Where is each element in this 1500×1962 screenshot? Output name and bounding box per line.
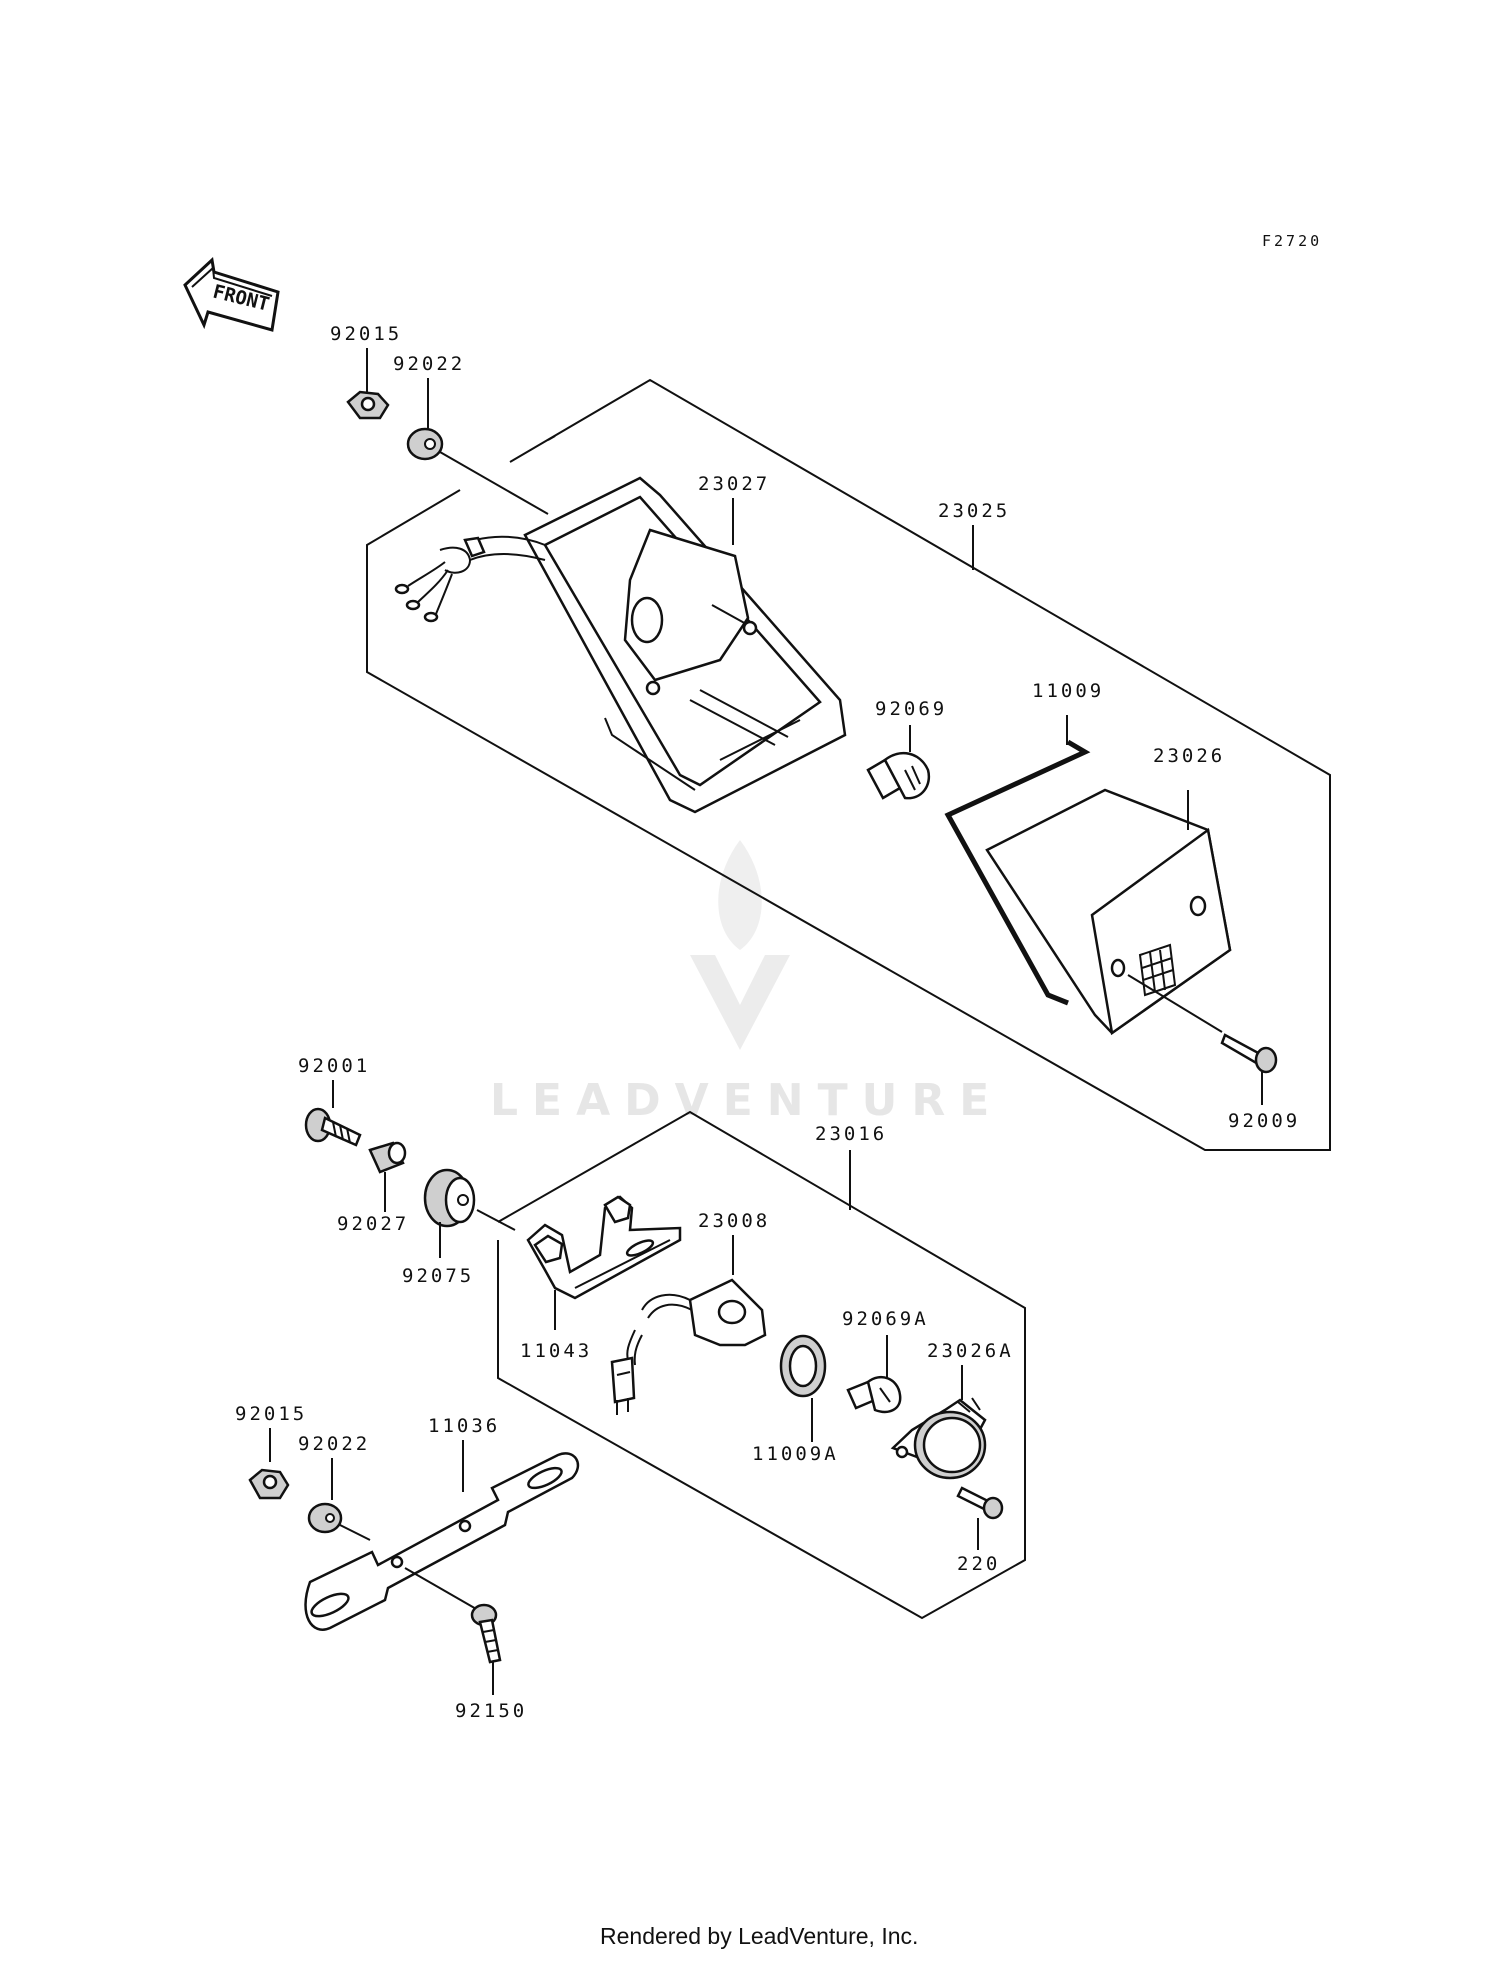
label-23026: 23026: [1153, 745, 1225, 767]
label-11036: 11036: [428, 1415, 500, 1437]
part-11009-gasket: [944, 715, 1091, 1006]
license-bracket-group: 92015 92022 11036 92150: [235, 1403, 580, 1722]
license-light-assembly: 92001 92027 92075 23016: [298, 1055, 1026, 1620]
part-92069A-bulb: [846, 1335, 902, 1414]
label-92001: 92001: [298, 1055, 370, 1077]
label-92009: 92009: [1228, 1110, 1300, 1132]
taillight-assembly: 92015 92022: [330, 323, 1331, 1151]
label-23026A: 23026A: [927, 1340, 1014, 1362]
label-92069: 92069: [875, 698, 947, 720]
part-220-screw: [956, 1486, 1004, 1550]
part-92075-grommet: [423, 1168, 516, 1258]
label-11043: 11043: [520, 1340, 592, 1362]
watermark: LEADVENTURE: [490, 840, 1003, 1126]
part-92150-bolt: [404, 1567, 502, 1695]
part-11043-bracket: [526, 1195, 682, 1330]
label-92015-top: 92015: [330, 323, 402, 345]
part-92009-screw: [1127, 974, 1278, 1105]
label-92015-bottom: 92015: [235, 1403, 307, 1425]
part-92015-nut-top: [346, 348, 390, 420]
part-23026-lens: [985, 788, 1232, 1036]
front-arrow-icon: FRONT: [183, 257, 280, 332]
part-92069-bulb: [866, 725, 931, 800]
assembly-boundary-23025: [366, 378, 1331, 1151]
label-23027: 23027: [698, 473, 770, 495]
watermark-v-icon: [690, 955, 790, 1050]
part-92022-washer-top: [406, 378, 549, 515]
part-92027-collar: [368, 1141, 407, 1212]
part-92001-bolt: [304, 1080, 362, 1147]
label-11009A: 11009A: [752, 1443, 839, 1465]
part-23026A-lens: [890, 1365, 987, 1480]
part-11009A-gasket: [779, 1334, 827, 1442]
label-92022-top: 92022: [393, 353, 465, 375]
label-92027: 92027: [337, 1213, 409, 1235]
watermark-flame-icon: [718, 840, 762, 950]
label-11009: 11009: [1032, 680, 1104, 702]
label-23016: 23016: [815, 1123, 887, 1145]
footer-credit: Rendered by LeadVenture, Inc.: [600, 1923, 918, 1949]
assembly-boundary-23016: [497, 1110, 1026, 1620]
watermark-text: LEADVENTURE: [490, 1075, 1003, 1126]
label-23025: 23025: [938, 500, 1010, 522]
label-220: 220: [957, 1553, 1000, 1575]
figure-code: F2720: [1262, 232, 1322, 250]
label-92022-bottom: 92022: [298, 1433, 370, 1455]
part-23008-socket: [610, 1235, 767, 1415]
part-92015-nut-bottom: [248, 1428, 290, 1500]
label-92069A: 92069A: [842, 1308, 929, 1330]
label-92150: 92150: [455, 1700, 527, 1722]
part-92022-washer-bottom: [307, 1458, 371, 1541]
part-11036-bracket: [304, 1440, 580, 1631]
label-23008: 23008: [698, 1210, 770, 1232]
part-23027-housing: [394, 476, 847, 814]
label-92075: 92075: [402, 1265, 474, 1287]
